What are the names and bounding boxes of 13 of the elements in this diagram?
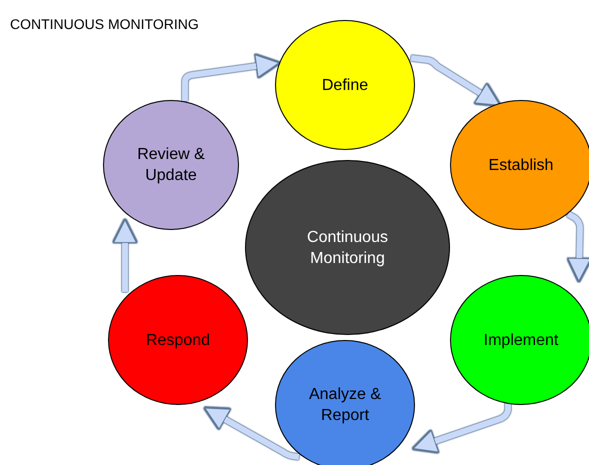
arrow (182, 53, 281, 101)
node-label: Review & Update (136, 145, 206, 186)
arrow (203, 406, 300, 460)
node-label: Continuous Monitoring (306, 228, 389, 268)
node-label: Analyze & Report (308, 385, 382, 426)
arrow (566, 211, 589, 283)
node-label: Establish (488, 156, 554, 176)
arrow (112, 218, 138, 292)
node-label: Respond (146, 330, 210, 350)
diagram-title: CONTINUOUS MONITORING (10, 15, 199, 34)
node-label: Define (322, 76, 368, 96)
arrow (410, 55, 502, 107)
node-label: Implement (484, 330, 558, 350)
